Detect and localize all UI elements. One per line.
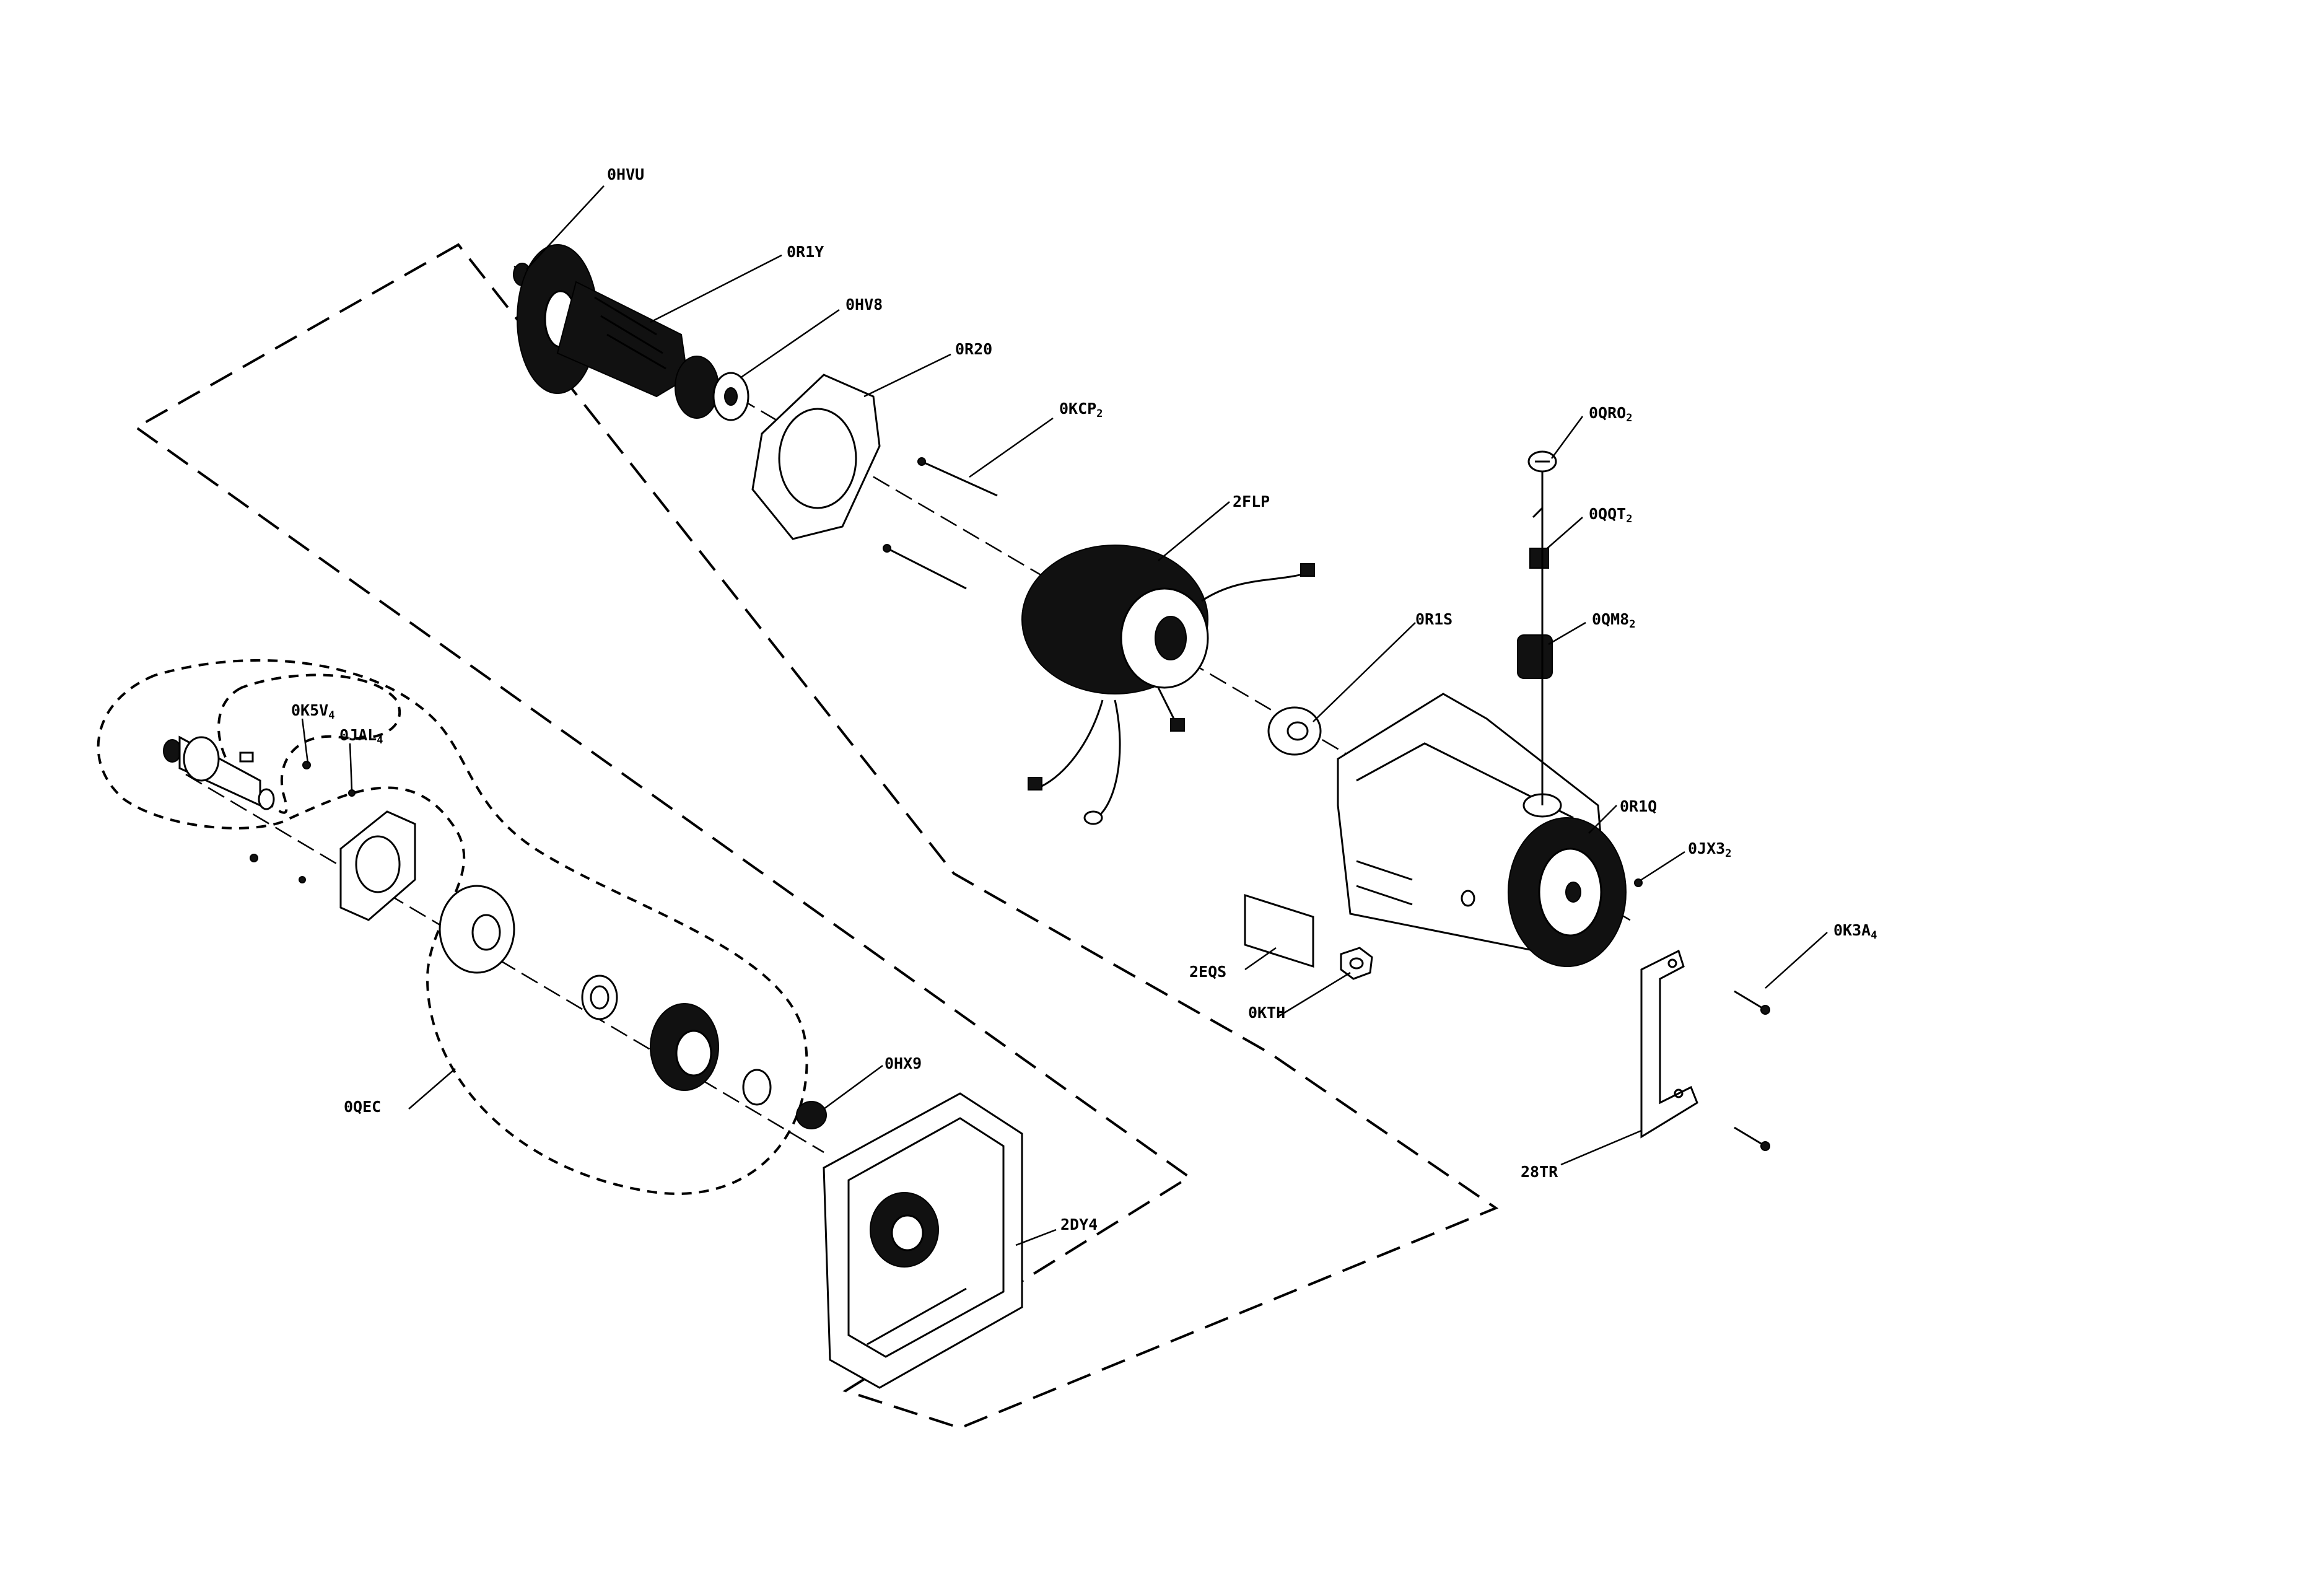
label-0qqt: 0QQT2 bbox=[1589, 505, 1632, 525]
gear-0qec-bearing bbox=[439, 885, 515, 974]
armature-0r1y bbox=[517, 244, 719, 419]
screws-0k5v bbox=[250, 761, 311, 862]
field-2flp bbox=[1021, 545, 1315, 825]
screw-0jx3 bbox=[1634, 878, 1643, 887]
label-0kcp: 0KCP2 bbox=[1059, 400, 1103, 420]
screws-0kcp bbox=[883, 457, 998, 590]
gear-flange-plate bbox=[339, 810, 416, 921]
label-0k5v: 0K5V4 bbox=[291, 701, 334, 722]
label-0qm8: 0QM82 bbox=[1592, 610, 1635, 631]
brush-holder-0qm8 bbox=[1517, 471, 1553, 805]
label-0hv8: 0HV8 bbox=[845, 296, 883, 313]
screws-0k3a bbox=[1734, 990, 1770, 1151]
gear-kit-dashed-outline bbox=[97, 659, 808, 1195]
label-0r20: 0R20 bbox=[955, 340, 992, 358]
part-labels: 0HVU 0R1Y 0HV8 0R20 0KCP2 2FLP 0QRO2 0QQ… bbox=[291, 165, 1877, 1233]
washers-0jal bbox=[299, 789, 356, 883]
assembly-dashed-outline bbox=[134, 243, 1499, 1430]
label-28tr: 28TR bbox=[1521, 1163, 1558, 1181]
housing-0r1q bbox=[1337, 693, 1627, 967]
bearing-0r1s bbox=[1267, 706, 1322, 756]
brush-0qqt bbox=[1529, 506, 1549, 569]
label-2eqs: 2EQS bbox=[1189, 963, 1226, 981]
nut-0kth bbox=[1340, 947, 1373, 980]
plate-2eqs bbox=[1244, 893, 1314, 968]
bushing-0hx9 bbox=[796, 1101, 827, 1129]
label-2dy4: 2DY4 bbox=[1060, 1215, 1098, 1233]
bracket-28tr bbox=[1640, 949, 1698, 1139]
label-0r1s: 0R1S bbox=[1415, 610, 1452, 628]
label-0hx9: 0HX9 bbox=[885, 1054, 922, 1072]
label-0jal: 0JAL4 bbox=[339, 726, 383, 747]
label-0hvu: 0HVU bbox=[607, 165, 644, 183]
label-0k3a: 0K3A4 bbox=[1833, 921, 1877, 942]
gear-housing-2dy4 bbox=[823, 1092, 1023, 1389]
label-0jx3: 0JX32 bbox=[1688, 839, 1731, 860]
label-0r1y: 0R1Y bbox=[787, 243, 824, 261]
label-2flp: 2FLP bbox=[1233, 493, 1270, 510]
gear-axis-line bbox=[185, 773, 824, 1154]
shaft-assembly bbox=[163, 735, 275, 810]
gear-0qec-gear bbox=[650, 1003, 719, 1091]
gear-0qec-ring bbox=[581, 974, 618, 1020]
label-0qec: 0QEC bbox=[344, 1098, 381, 1116]
label-0kth: 0KTH bbox=[1248, 1004, 1285, 1022]
brush-cap-0qro bbox=[1527, 450, 1557, 473]
label-0r1q: 0R1Q bbox=[1620, 797, 1657, 815]
leader-lines bbox=[301, 185, 1828, 1246]
gear-0qec-washer bbox=[742, 1069, 772, 1106]
bearing-0hv8 bbox=[712, 372, 749, 421]
baffle-0r20 bbox=[751, 374, 881, 540]
label-0qro: 0QRO2 bbox=[1589, 404, 1632, 424]
